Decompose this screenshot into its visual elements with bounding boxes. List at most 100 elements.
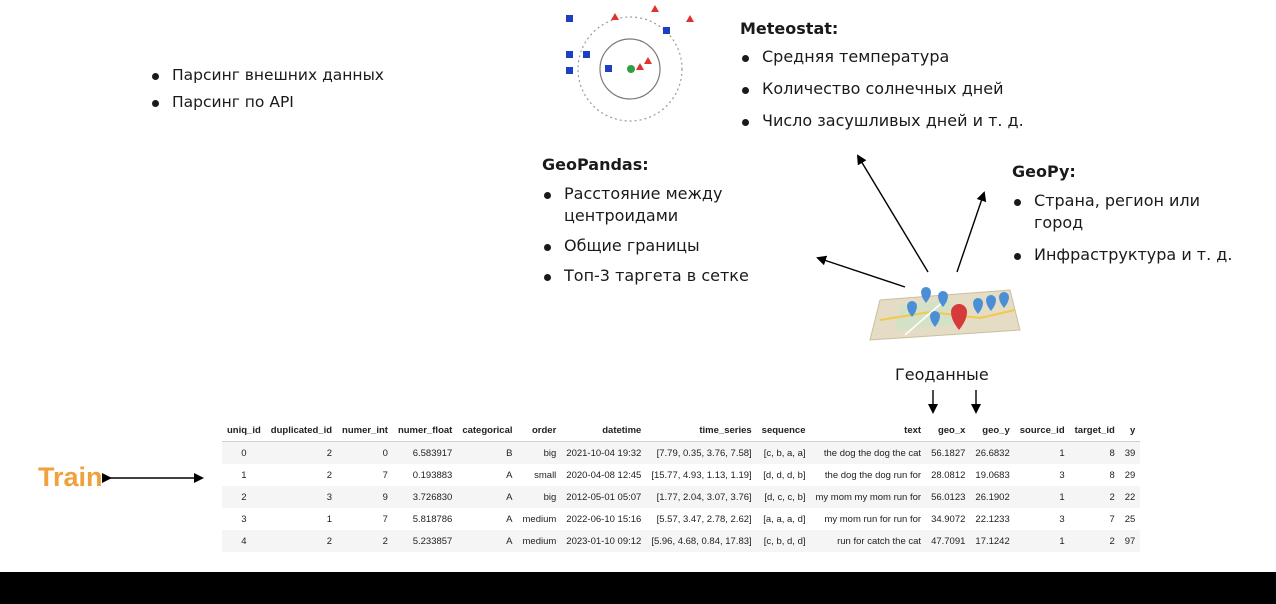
list-item: Расстояние между центроидами: [540, 183, 774, 227]
table-cell: 1: [1014, 441, 1070, 464]
table-cell: 2: [1069, 486, 1120, 508]
table-cell: medium: [517, 530, 562, 552]
table-cell: 29: [1124, 469, 1136, 481]
table-cell: 0.193883: [412, 469, 453, 481]
column-header: numer_float: [392, 420, 458, 442]
table-cell: my mom my mom run for: [810, 486, 927, 508]
table-cell: 3: [241, 513, 247, 525]
column-header: sequence: [756, 420, 811, 442]
table-cell: 3.726830: [392, 486, 458, 508]
meteostat-title: Meteostat:: [740, 19, 839, 38]
table-cell: 1: [1014, 530, 1070, 552]
table-cell: 1: [1014, 486, 1070, 508]
table-cell: 28.0812: [931, 469, 966, 481]
table-cell: 25: [1124, 513, 1136, 525]
table-cell: 2020-04-08 12:45: [566, 469, 642, 481]
column-header: datetime: [561, 420, 647, 442]
table-header-row: uniq_id duplicated_id numer_int numer_fl…: [222, 420, 1141, 442]
table-cell: 2: [222, 486, 266, 508]
column-header: duplicated_id: [265, 420, 338, 442]
table-cell: 56.0123: [926, 486, 971, 508]
table-cell: 8: [1109, 469, 1115, 481]
table-cell: 2: [337, 530, 393, 552]
table-cell: 7: [1109, 513, 1115, 525]
table-cell: [a, a, a, d]: [763, 513, 806, 525]
table-cell: A: [506, 513, 513, 525]
table-cell: 5.818786: [412, 513, 453, 525]
geopandas-title: GeoPandas:: [542, 155, 649, 174]
table-cell: big: [517, 441, 562, 464]
table-cell: 9: [337, 486, 393, 508]
table-cell: B: [457, 441, 518, 464]
table-cell: 17.1242: [970, 530, 1015, 552]
table-cell: small: [534, 469, 557, 481]
table-cell: 19.0683: [975, 469, 1010, 481]
table-cell: 2023-01-10 09:12: [561, 530, 647, 552]
list-item: Число засушливых дней и т. д.: [738, 110, 1024, 132]
meteostat-list: Средняя температура Количество солнечных…: [738, 46, 1024, 142]
table-cell: 7: [382, 513, 388, 525]
column-header: text: [810, 420, 927, 442]
table-cell: 2012-05-01 05:07: [561, 486, 647, 508]
column-header: categorical: [457, 420, 518, 442]
table-row: 0 2 0 6.583917 B big 2021-10-04 19:32 [7…: [222, 441, 1141, 464]
table-cell: 2: [326, 469, 333, 481]
table-cell: 34.9072: [931, 513, 966, 525]
table-row: 3 1 7 5.818786 A medium 2022-06-10 15:16…: [222, 508, 1140, 530]
table-cell: 97: [1119, 530, 1141, 552]
table-cell: 3: [1059, 469, 1065, 481]
table-cell: big: [517, 486, 562, 508]
column-header: source_id: [1014, 420, 1070, 442]
table-cell: [7.79, 0.35, 3.76, 7.58]: [646, 441, 757, 464]
geopy-list: Страна, регион или город Инфраструктура …: [1010, 190, 1276, 276]
table-cell: [5.96, 4.68, 0.84, 17.83]: [646, 530, 757, 552]
table-cell: 2: [265, 441, 338, 464]
arrow-to-meteostat: [856, 154, 929, 273]
table-cell: 1: [241, 469, 247, 481]
column-header: geo_x: [926, 420, 971, 442]
table-cell: [15.77, 4.93, 1.13, 1.19]: [651, 469, 752, 481]
arrow-to-geopandas: [816, 255, 906, 288]
table-cell: [5.57, 3.47, 2.78, 2.62]: [656, 513, 752, 525]
table-cell: 2: [265, 530, 338, 552]
table-cell: 3: [265, 486, 338, 508]
table-cell: [d, d, d, b]: [763, 469, 806, 481]
list-item: Общие границы: [540, 235, 820, 257]
table-cell: A: [506, 469, 513, 481]
column-header: target_id: [1069, 420, 1120, 442]
table-cell: 56.1827: [926, 441, 971, 464]
list-item: Инфраструктура и т. д.: [1010, 244, 1276, 266]
table-cell: [1.77, 2.04, 3.07, 3.76]: [646, 486, 757, 508]
table-cell: 26.6832: [970, 441, 1015, 464]
list-item: Количество солнечных дней: [738, 78, 1024, 100]
table-cell: 26.1902: [970, 486, 1015, 508]
table-cell: 2022-06-10 15:16: [566, 513, 642, 525]
map-pins-icon: [869, 287, 1021, 341]
table-cell: the dog the dog the cat: [810, 441, 927, 464]
table-cell: 0: [222, 441, 266, 464]
table-cell: 8: [1069, 441, 1120, 464]
footer-bar: [0, 572, 1276, 604]
table-cell: 22: [1119, 486, 1141, 508]
geodata-label: Геоданные: [895, 365, 989, 384]
table-cell: my mom run for run for: [824, 513, 922, 525]
table-cell: 1: [326, 513, 333, 525]
table-cell: 4: [222, 530, 266, 552]
table-cell: [d, c, c, b]: [756, 486, 811, 508]
external-parsing-list: Парсинг внешних данных Парсинг по API: [148, 64, 388, 118]
table-cell: run for catch the cat: [810, 530, 927, 552]
knn-scatter-icon: [566, 5, 694, 122]
column-header: y: [1119, 420, 1141, 442]
list-item: Топ-3 таргета в сетке: [540, 265, 820, 287]
column-header: time_series: [646, 420, 757, 442]
table-cell: A: [457, 486, 518, 508]
table-cell: 5.233857: [392, 530, 458, 552]
column-header: geo_y: [970, 420, 1015, 442]
table-cell: 3: [1059, 513, 1065, 525]
list-item: Средняя температура: [738, 46, 1024, 68]
column-header: numer_int: [337, 420, 393, 442]
table-cell: 22.1233: [975, 513, 1010, 525]
table-cell: [c, b, a, a]: [756, 441, 811, 464]
train-label: Train: [38, 462, 103, 492]
